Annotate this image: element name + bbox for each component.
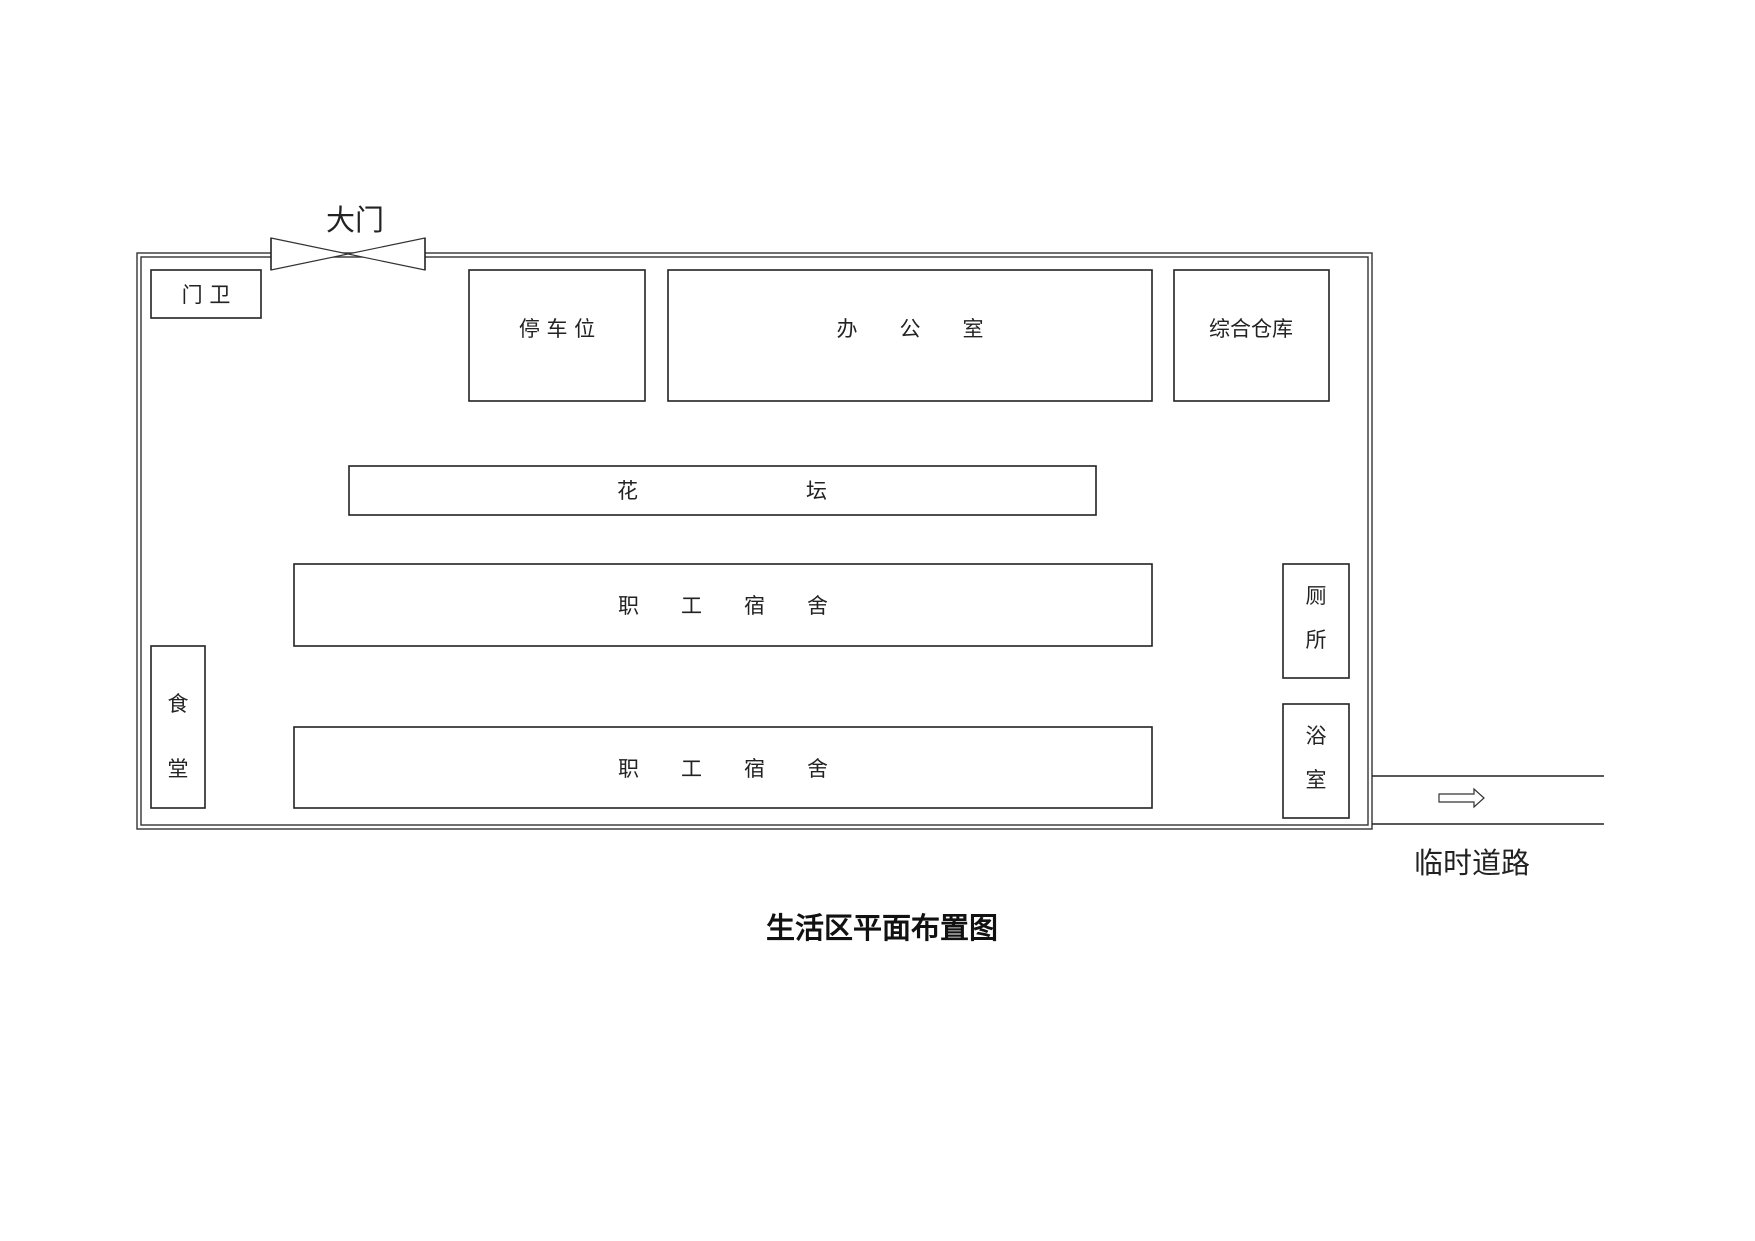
site-boundary-inner (140, 256, 1369, 826)
site-boundary-outer (136, 252, 1373, 830)
guard-house-label: 门 卫 (182, 283, 231, 307)
arrow-right-icon (1438, 787, 1485, 809)
flower-bed-label: 花 坛 (617, 479, 827, 503)
canteen-label-2: 堂 (168, 757, 189, 781)
gate-icon (270, 237, 426, 271)
road-label: 临时道路 (1414, 846, 1530, 880)
toilet-label-2: 所 (1306, 628, 1327, 652)
dormitory-1-label: 职 工 宿 舍 (618, 594, 828, 618)
bathroom-label-1: 浴 (1306, 724, 1327, 748)
dormitory-2 (293, 726, 1153, 809)
toilet-label-1: 厕 (1306, 584, 1327, 608)
dormitory-1 (293, 563, 1153, 647)
bathroom (1282, 703, 1350, 819)
bathroom-label-2: 室 (1306, 768, 1327, 792)
parking-area (468, 269, 646, 402)
parking-label: 停 车 位 (519, 317, 595, 341)
dormitory-2-label: 职 工 宿 舍 (618, 757, 828, 781)
gate-label: 大门 (326, 203, 384, 237)
guard-house (150, 269, 262, 319)
canteen-label-1: 食 (168, 692, 189, 716)
office-label: 办 公 室 (837, 317, 984, 341)
diagram-title: 生活区平面布置图 (766, 911, 998, 945)
flower-bed (348, 465, 1097, 516)
canteen (150, 645, 206, 809)
warehouse (1173, 269, 1330, 402)
office-building (667, 269, 1153, 402)
toilet (1282, 563, 1350, 679)
warehouse-label: 综合仓库 (1209, 317, 1293, 341)
